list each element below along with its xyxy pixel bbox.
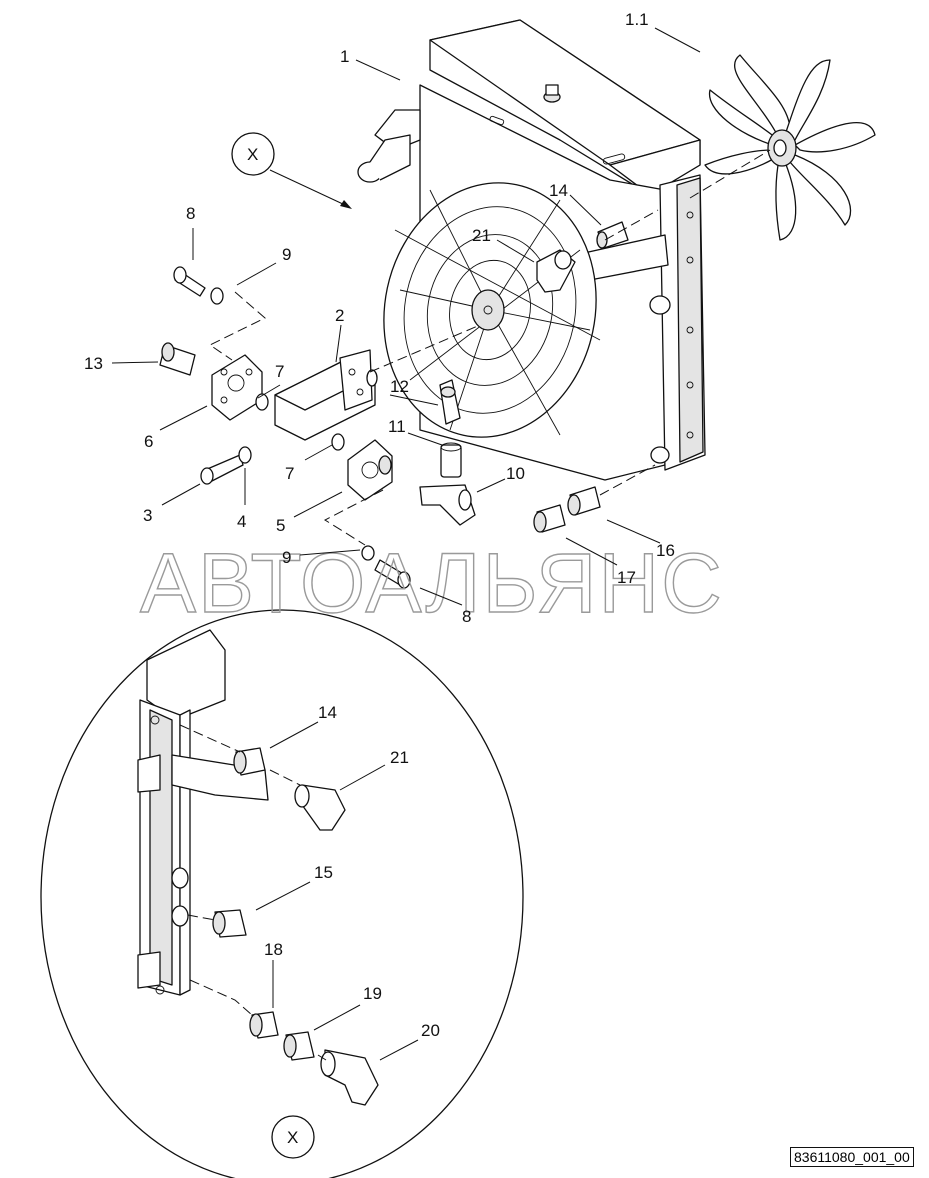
label-15: 15 [314,863,333,882]
label-20: 20 [421,1021,440,1040]
label-2: 2 [335,306,344,325]
label-18: 18 [264,940,283,959]
label-8-bottom: 8 [462,607,471,626]
label-21-top: 21 [472,226,491,245]
label-21-detail: 21 [390,748,409,767]
fan-guard [383,182,601,438]
label-8-top: 8 [186,204,195,223]
label-x-bottom: X [287,1128,298,1147]
fitting-16 [567,486,601,516]
document-id: 83611080_001_00 [790,1147,914,1167]
label-11: 11 [388,417,406,436]
label-14-detail: 14 [318,703,337,722]
flange-5 [347,439,393,501]
bolt-8-bottom [374,559,411,589]
label-5: 5 [276,516,285,535]
bolt-8-top [173,266,206,297]
watermark-text: АВТОАЛЬЯНС [140,536,724,630]
label-4: 4 [237,512,246,531]
label-9-bottom: 9 [282,548,291,567]
flange-6 [211,354,263,421]
label-17: 17 [617,568,636,587]
label-3: 3 [143,506,152,525]
label-7-top: 7 [275,362,284,381]
label-6: 6 [144,432,153,451]
label-7-bottom: 7 [285,464,294,483]
label-19: 19 [363,984,382,1003]
fitting-17 [533,504,566,533]
label-14-top: 14 [549,181,568,200]
label-12: 12 [390,377,409,396]
label-1-1: 1.1 [625,10,649,29]
valve-block [274,349,378,441]
view-x-detail [40,609,524,1178]
label-16: 16 [656,541,675,560]
label-13: 13 [84,354,103,373]
fan-blade [704,54,876,241]
part-labels: 1 1.1 2 3 4 5 6 7 7 8 8 9 9 10 11 12 13 … [84,10,675,1040]
label-9-top: 9 [282,245,291,264]
leader-lines [111,27,701,1061]
label-x-top: X [247,145,258,164]
label-10: 10 [506,464,525,483]
label-1: 1 [340,47,349,66]
